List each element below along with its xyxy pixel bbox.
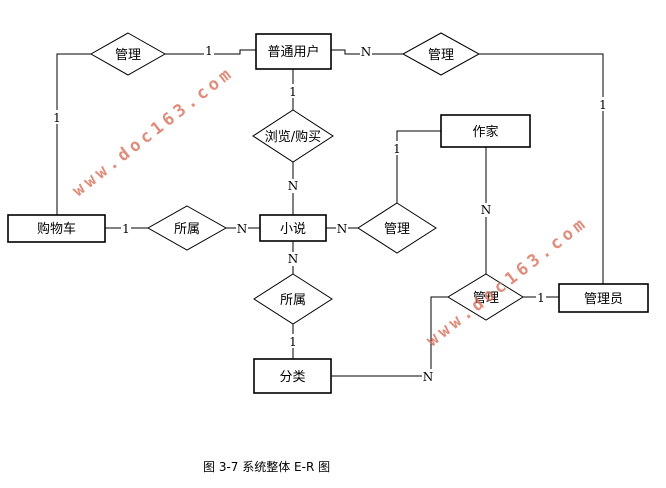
svg-text:管理: 管理 bbox=[473, 291, 499, 306]
card-user-browse: 1 bbox=[289, 85, 297, 99]
card-admin-manage-user: 1 bbox=[599, 98, 607, 112]
relationship-manage-user: 管理 bbox=[401, 32, 481, 76]
line-cart-manage bbox=[56, 53, 91, 215]
svg-text:小说: 小说 bbox=[280, 222, 306, 237]
card-category-manage-admin: N bbox=[423, 370, 434, 384]
entity-author: 作家 bbox=[440, 114, 531, 148]
svg-text:所属: 所属 bbox=[280, 293, 306, 308]
line-manage-user bbox=[165, 49, 256, 55]
figure-caption: 图 3-7 系统整体 E-R 图 bbox=[203, 459, 330, 474]
watermark-2: www.doc163.com bbox=[423, 212, 592, 350]
card-category-belong: 1 bbox=[289, 335, 297, 349]
card-author-manage-admin: N bbox=[481, 203, 492, 217]
card-novel-manage-author: N bbox=[337, 222, 348, 236]
relationship-manage-admin: 管理 bbox=[447, 273, 524, 321]
svg-text:管理: 管理 bbox=[384, 222, 410, 237]
card-user-manage-cart: 1 bbox=[205, 44, 213, 58]
watermark-1: www.doc163.com bbox=[69, 62, 238, 200]
relationship-browse-buy: 浏览/购买 bbox=[252, 109, 334, 163]
relationship-belong-cart: 所属 bbox=[146, 205, 228, 251]
relationship-manage-author: 管理 bbox=[357, 202, 437, 254]
line-category-manage4 bbox=[331, 296, 448, 377]
svg-text:作家: 作家 bbox=[472, 124, 498, 140]
card-cart-manage-cart: 1 bbox=[53, 111, 61, 125]
entity-ordinary-user: 普通用户 bbox=[255, 33, 332, 70]
card-novel-belong-category: N bbox=[288, 252, 299, 266]
svg-text:购物车: 购物车 bbox=[37, 221, 76, 237]
card-admin-manage-admin: 1 bbox=[537, 291, 545, 305]
entity-novel: 小说 bbox=[259, 214, 327, 242]
line-manage3-author bbox=[396, 130, 441, 203]
relationship-manage-cart: 管理 bbox=[89, 32, 167, 76]
line-user-manage2 bbox=[331, 49, 403, 55]
card-novel-browse: N bbox=[288, 179, 299, 193]
connector-lines bbox=[56, 49, 604, 377]
entity-administrator: 管理员 bbox=[558, 283, 649, 313]
line-manage2-admin bbox=[479, 53, 604, 284]
card-cart-belong: 1 bbox=[122, 222, 130, 236]
svg-text:分类: 分类 bbox=[279, 370, 305, 385]
relationship-belong-category: 所属 bbox=[253, 273, 333, 325]
svg-text:普通用户: 普通用户 bbox=[267, 44, 319, 60]
entity-category: 分类 bbox=[253, 358, 332, 394]
cardinality-labels: 1 1 N 1 1 N 1 N N 1 N 1 N 1 N bbox=[52, 43, 608, 384]
svg-text:所属: 所属 bbox=[174, 222, 200, 237]
svg-text:浏览/购买: 浏览/购买 bbox=[265, 129, 321, 145]
card-user-manage-user: N bbox=[361, 45, 372, 59]
card-author-manage-author: 1 bbox=[393, 142, 401, 156]
entity-shopping-cart: 购物车 bbox=[7, 214, 106, 243]
svg-text:管理: 管理 bbox=[115, 48, 141, 63]
svg-text:管理: 管理 bbox=[428, 48, 454, 63]
svg-text:管理员: 管理员 bbox=[584, 292, 623, 307]
card-novel-belong-cart: N bbox=[237, 222, 248, 236]
